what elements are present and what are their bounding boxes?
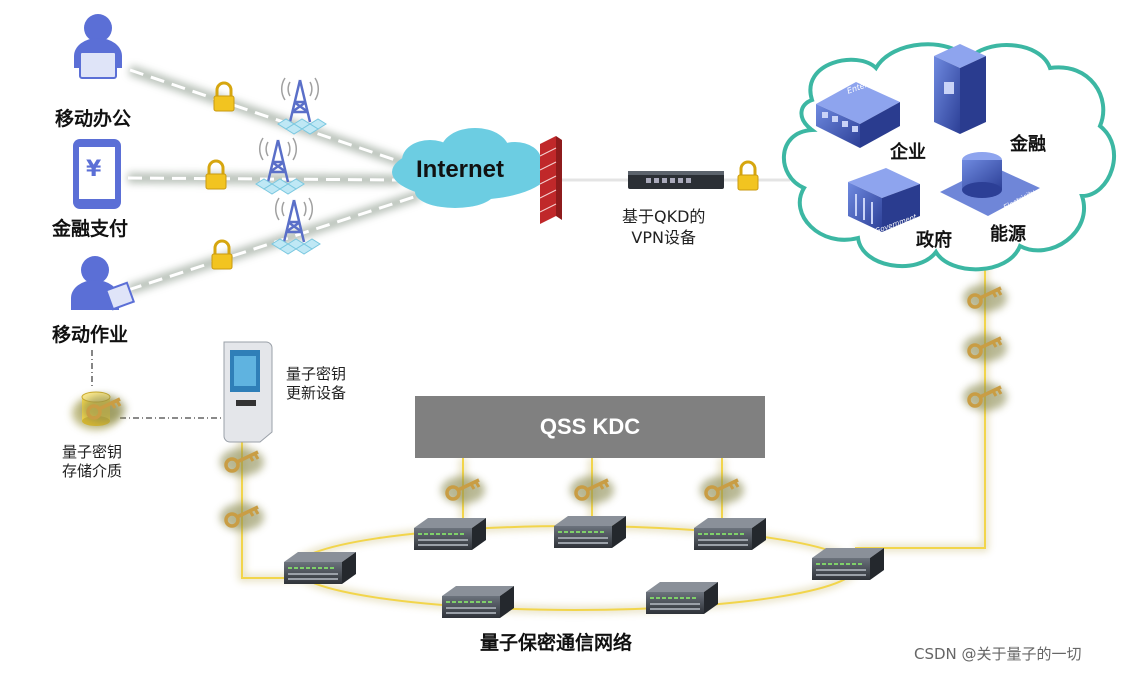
label-financial-payment: 金融支付 [52, 218, 129, 240]
watermark: CSDN @关于量子的一切 [914, 645, 1082, 663]
lock-icon [212, 81, 236, 113]
key-icon [220, 448, 264, 476]
server-icon [812, 548, 884, 580]
key-icon [220, 503, 264, 531]
key-icon [963, 383, 1007, 411]
label-mobile-work: 移动作业 [52, 324, 129, 346]
person-icon [71, 256, 136, 311]
key-icon [570, 476, 614, 504]
phone-icon [73, 139, 121, 209]
server-icon [646, 582, 718, 614]
label-key-update-device: 量子密钥 更新设备 [286, 365, 347, 402]
server-icon [414, 518, 486, 550]
server-icon [442, 586, 514, 618]
lock-icon [204, 159, 228, 191]
lock-icon [210, 239, 234, 271]
storage-guides [91, 350, 226, 419]
firewall-icon [539, 136, 562, 224]
building-icon [934, 44, 986, 134]
label-finance: 金融 [1010, 134, 1046, 155]
vpn-device-icon [628, 171, 724, 189]
key-icon [963, 284, 1007, 312]
label-energy: 能源 [990, 224, 1026, 245]
label-government: 政府 [916, 230, 952, 251]
server-icon [284, 552, 356, 584]
lock-icon [736, 160, 760, 192]
label-internet: Internet [416, 156, 505, 183]
label-mobile-office: 移动办公 [55, 108, 132, 130]
label-enterprise: 企业 [890, 142, 926, 163]
label-network: 量子保密通信网络 [480, 632, 633, 654]
server-icon [694, 518, 766, 550]
building-icon [940, 152, 1040, 216]
person-icon [74, 14, 122, 79]
tower-icon [276, 76, 328, 136]
internet-cloud [392, 128, 548, 208]
tower-icon [254, 136, 306, 196]
key-icon [963, 334, 1007, 362]
key-storage-icon [72, 391, 126, 430]
kdc-box: QSS KDC [415, 396, 765, 458]
kiosk-icon [223, 341, 273, 443]
label-vpn-device: 基于QKD的 VPN设备 [622, 207, 706, 247]
currency-symbol: ¥ [86, 157, 102, 182]
key-icon [441, 476, 485, 504]
building-icon [816, 82, 900, 148]
building-icon [848, 168, 920, 232]
server-icon [554, 516, 626, 548]
label-key-storage: 量子密钥 存储介质 [62, 443, 123, 480]
key-icon [700, 476, 744, 504]
wireless-links [126, 65, 422, 295]
